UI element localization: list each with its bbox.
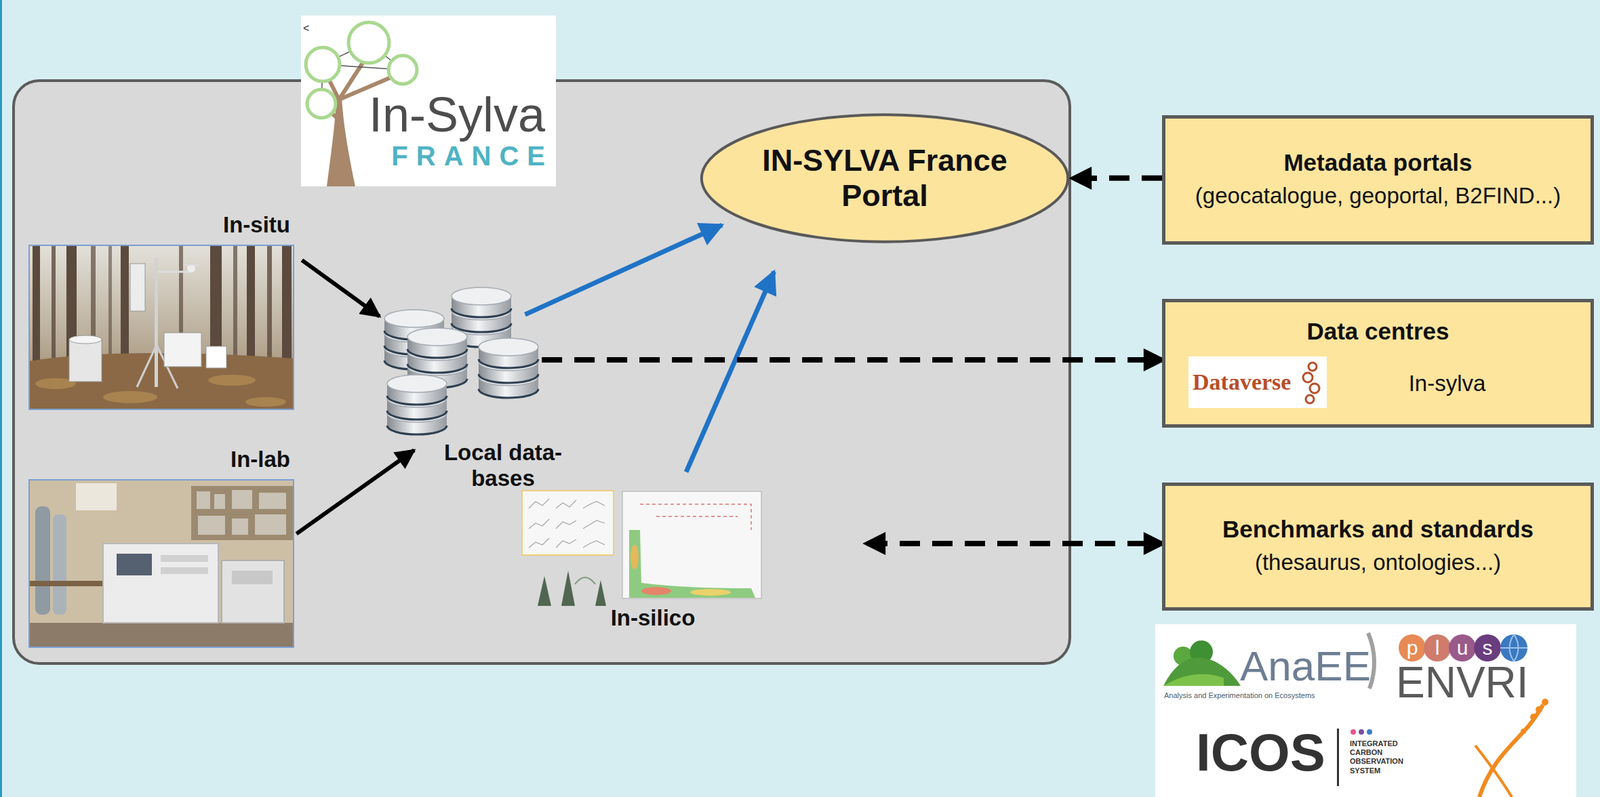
logo-letter: p <box>1406 637 1419 659</box>
label-wrap: In-silico <box>585 605 721 632</box>
box-body: (geocatalogue, geoportal, B2FIND...) <box>1195 179 1561 213</box>
insylva-logo <box>301 15 556 187</box>
dataverse-logo: Dataverse <box>1188 356 1327 409</box>
label-wrap: u <box>1448 634 1476 662</box>
dashed-link <box>867 541 1163 547</box>
page-edge <box>0 0 3 797</box>
dataverse-icon <box>1303 362 1320 404</box>
model-figure: In-silico <box>520 489 766 634</box>
logo-subtitle: FRANCE <box>391 142 554 170</box>
info-box: Metadata portals(geocatalogue, geoportal… <box>1162 115 1594 245</box>
repository-name: In-sylva <box>1408 367 1487 400</box>
photo-frame: In-lab <box>28 479 295 649</box>
box-title: Metadata portals <box>1283 148 1472 177</box>
label-wrap: < <box>303 23 310 34</box>
logo-tagline: Analysis and Experimentation on Ecosyste… <box>1164 692 1316 700</box>
partner-logos <box>1155 624 1577 797</box>
database-group: Local data- bases <box>377 285 575 496</box>
repository-wrap: In-sylva <box>1326 364 1568 400</box>
logo-letter: l <box>1435 637 1440 659</box>
heading-wrap: In-lab <box>230 446 291 473</box>
platform-panel: In-SylvaFRANCEIn-situIn-labLocal data- b… <box>12 79 1072 666</box>
logo-title: In-Sylva <box>368 90 546 139</box>
publish-arrow <box>525 225 723 315</box>
dashed-link <box>541 357 1163 363</box>
label-wrap: ICOS <box>1195 726 1326 779</box>
figure-label: In-silico <box>585 605 721 632</box>
info-box: Data centresDataverse In-sylva <box>1162 298 1594 428</box>
portal-title: IN-SYLVA France Portal <box>749 143 1021 214</box>
dashed-link <box>1073 175 1163 182</box>
photo-heading: In-lab <box>230 446 291 473</box>
logo-frame: In-SylvaFRANCE <box>301 15 556 187</box>
box-title: Benchmarks and standards <box>1222 515 1534 544</box>
database-icon <box>384 287 539 435</box>
label-wrap: AnaEE <box>1240 645 1371 688</box>
label-wrap: Local data- bases <box>435 440 571 492</box>
logo-text: In-SylvaFRANCE <box>368 90 546 170</box>
model-charts <box>522 490 762 607</box>
data-arrow <box>301 260 380 317</box>
database-label: Local data- bases <box>435 440 571 492</box>
info-box: Benchmarks and standards(thesaurus, onto… <box>1162 482 1594 611</box>
photo-heading: In-situ <box>223 212 291 238</box>
lab-photo <box>28 479 295 649</box>
logo-row: Dataverse In-sylva <box>1188 356 1568 409</box>
publish-arrow <box>686 271 775 472</box>
logo-wordmark: ICOS <box>1195 726 1326 779</box>
logo-wordmark: AnaEE <box>1240 645 1371 688</box>
photo-frame: In-situ <box>28 244 295 411</box>
label-wrap: INTEGRATED CARBON OBSERVATION SYSTEM <box>1349 739 1410 776</box>
label-wrap: s <box>1473 634 1502 662</box>
label-wrap: l <box>1423 634 1451 662</box>
logo-letter: s <box>1482 637 1493 659</box>
label-wrap: Analysis and Experimentation on Ecosyste… <box>1164 692 1316 700</box>
dataverse-wordmark: Dataverse <box>1192 370 1291 394</box>
label-wrap: ENVRI <box>1395 661 1529 705</box>
ellipse-content: IN-SYLVA France Portal <box>698 113 1071 244</box>
box-body: (thesaurus, ontologies...) <box>1254 546 1502 579</box>
ellipse-shape <box>701 114 1068 242</box>
logo-wordmark: ENVRI <box>1395 661 1529 705</box>
data-arrow <box>296 450 415 534</box>
label-wrap: p <box>1398 634 1426 662</box>
portal-ellipse: IN-SYLVA France Portal <box>698 113 1071 244</box>
logo-mark: < <box>303 23 310 34</box>
logo-letter: u <box>1456 637 1469 659</box>
logo-tagline: INTEGRATED CARBON OBSERVATION SYSTEM <box>1349 739 1410 776</box>
heading-wrap: In-situ <box>223 212 291 238</box>
field-photo <box>28 244 295 411</box>
box-title: Data centres <box>1306 317 1449 346</box>
